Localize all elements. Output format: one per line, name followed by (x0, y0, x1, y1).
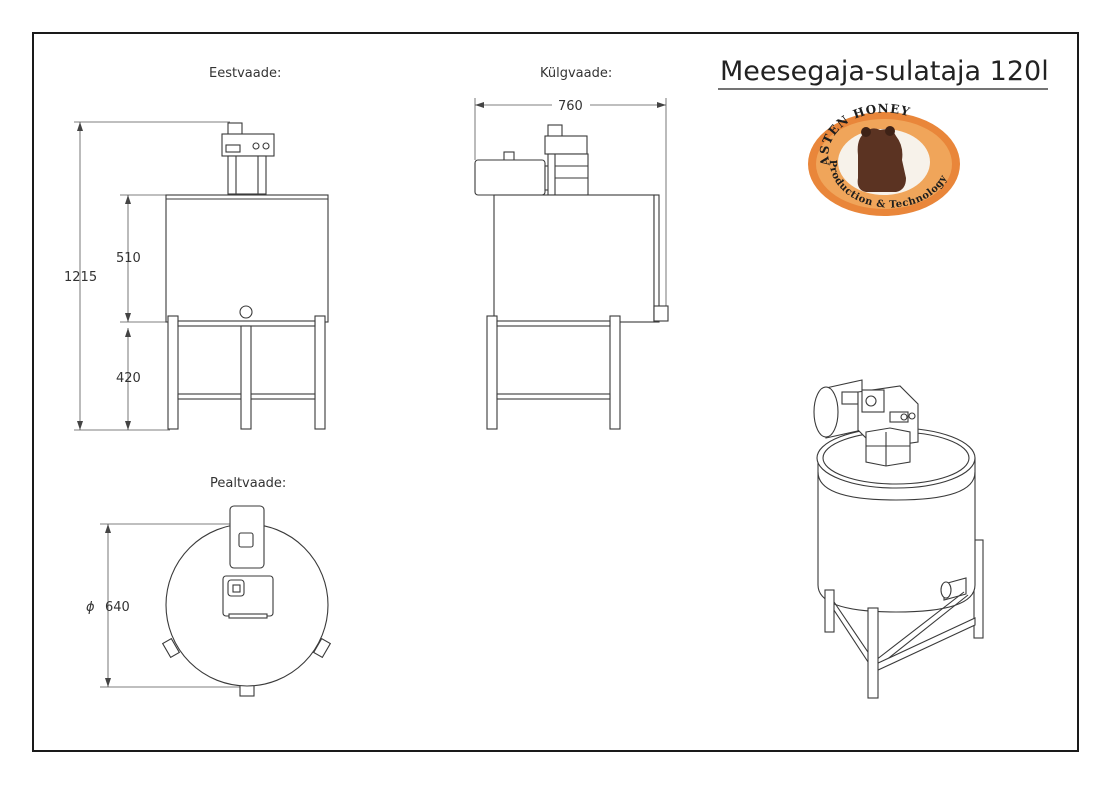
isometric-view (813, 379, 984, 699)
dim-depth: 760 (558, 99, 583, 114)
dim-tank-height: 510 (116, 251, 141, 266)
front-view: 1215 510 420 (64, 121, 329, 431)
side-view-label: Külgvaade: (540, 66, 612, 81)
drawing-title: Meesegaja-sulataja 120l (720, 56, 1049, 87)
front-view-label: Eestvaade: (209, 66, 281, 81)
drawing-frame (32, 32, 1079, 752)
top-view: ϕ 640 (86, 505, 332, 697)
side-view: 760 (474, 98, 669, 430)
dim-total-height: 1215 (64, 270, 97, 285)
dim-diameter: 640 (105, 600, 130, 615)
dim-diameter-symbol: ϕ (86, 600, 95, 615)
asten-honey-logo: ASTEN HONEY Production & Technology (808, 101, 960, 216)
top-view-label: Pealtvaade: (210, 476, 286, 491)
dim-leg-height: 420 (116, 371, 141, 386)
